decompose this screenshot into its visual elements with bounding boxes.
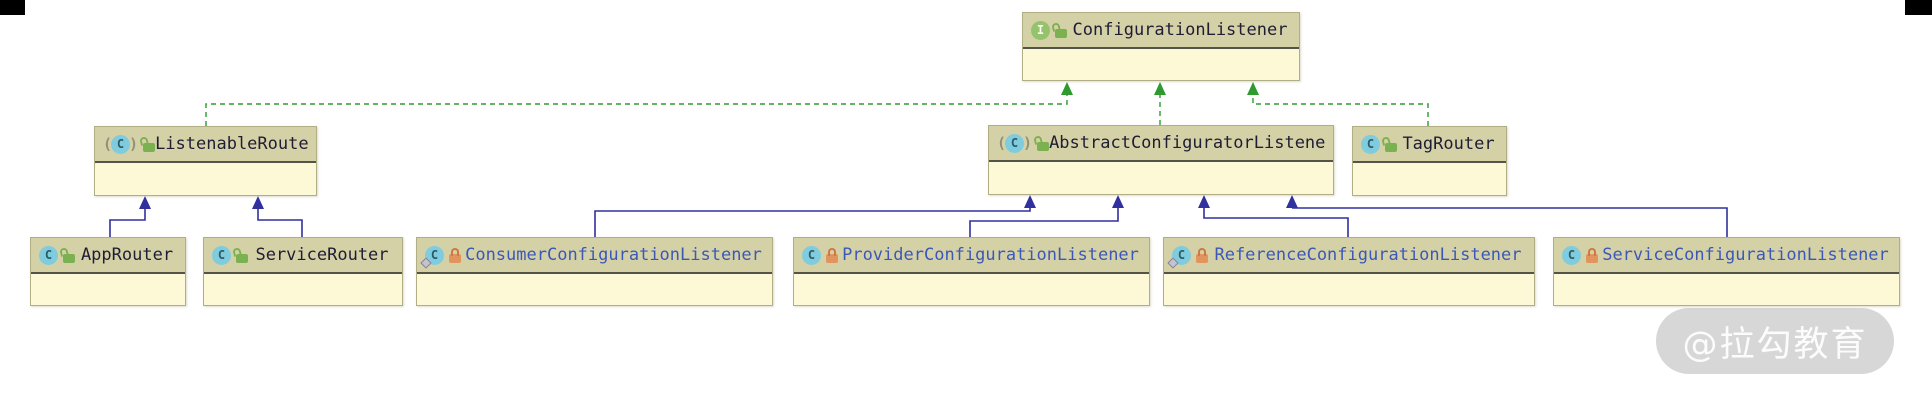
class-icon: C bbox=[1562, 245, 1581, 265]
class-name-label: ServiceConfigurationListener bbox=[1602, 246, 1889, 264]
edge-implements-TagRouter bbox=[1247, 82, 1429, 126]
icon-cluster: I bbox=[1031, 20, 1067, 40]
class-node-ServiceRouter[interactable]: C ServiceRouter bbox=[203, 237, 403, 306]
class-node-header: C ConsumerConfigurationListener bbox=[417, 238, 772, 274]
class-icon: C bbox=[1172, 245, 1191, 265]
edge-extends-ProviderConfigurationListener bbox=[969, 195, 1124, 237]
public-lock-icon bbox=[236, 254, 248, 263]
class-name-label: ProviderConfigurationListener bbox=[842, 246, 1139, 264]
arrowhead-icon bbox=[1286, 195, 1298, 208]
class-name-label: TagRouter bbox=[1402, 135, 1495, 153]
class-name-label: ConsumerConfigurationListener bbox=[465, 246, 762, 264]
class-name-label: AbstractConfiguratorListener bbox=[1049, 134, 1327, 152]
class-node-header: C TagRouter bbox=[1353, 127, 1506, 163]
icon-cluster: C bbox=[802, 245, 838, 265]
class-node-header: I ConfigurationListener bbox=[1023, 13, 1299, 49]
icon-cluster: C bbox=[420, 245, 461, 269]
class-name-label: ListenableRouter bbox=[155, 135, 310, 153]
icon-cluster: C bbox=[1361, 134, 1397, 154]
class-node-header: (C)AbstractConfiguratorListener bbox=[989, 126, 1333, 162]
public-lock-icon bbox=[1055, 29, 1067, 38]
class-name-label: ConfigurationListener bbox=[1072, 21, 1288, 39]
class-fields-section bbox=[1353, 163, 1506, 195]
class-node-ConfigurationListener[interactable]: I ConfigurationListener bbox=[1022, 12, 1300, 81]
edge-extends-AppRouter bbox=[109, 196, 151, 237]
arrowhead-icon bbox=[1112, 195, 1124, 208]
class-node-header: C ProviderConfigurationListener bbox=[794, 238, 1149, 274]
public-lock-icon bbox=[1037, 142, 1050, 151]
icon-cluster: C bbox=[1167, 245, 1208, 269]
class-icon: C bbox=[1361, 134, 1380, 154]
arrowhead-icon bbox=[139, 196, 151, 209]
arrowhead-icon bbox=[1061, 82, 1073, 95]
edge-extends-ReferenceConfigurationListener bbox=[1198, 195, 1349, 237]
public-lock-icon bbox=[63, 254, 75, 263]
watermark-badge: @拉勾教育 bbox=[1656, 308, 1894, 374]
class-name-label: ReferenceConfigurationListener bbox=[1214, 246, 1522, 264]
abstract-class-icon: C bbox=[111, 134, 131, 154]
class-node-header: C ServiceConfigurationListener bbox=[1554, 238, 1899, 274]
watermark-text: @拉勾教育 bbox=[1682, 324, 1868, 365]
icon-cluster: (C) bbox=[997, 133, 1050, 153]
class-node-ProviderConfigurationListener[interactable]: C ProviderConfigurationListener bbox=[793, 237, 1150, 306]
private-lock-icon bbox=[1196, 248, 1208, 263]
screen-artifact-left-icon bbox=[0, 0, 25, 15]
class-icon: C bbox=[802, 245, 821, 265]
private-lock-icon bbox=[449, 248, 461, 263]
public-lock-icon bbox=[1385, 143, 1397, 152]
arrowhead-icon bbox=[1198, 195, 1210, 208]
class-icon: C bbox=[425, 245, 444, 265]
screen-artifact-right-icon bbox=[1905, 0, 1932, 15]
class-fields-section bbox=[1164, 274, 1534, 305]
arrowhead-icon bbox=[1247, 82, 1259, 95]
class-node-ListenableRouter[interactable]: (C)ListenableRouter bbox=[94, 126, 317, 196]
interface-icon: I bbox=[1031, 20, 1050, 40]
class-node-AbstractConfiguratorListener[interactable]: (C)AbstractConfiguratorListener bbox=[988, 125, 1334, 195]
class-fields-section bbox=[31, 274, 185, 305]
edge-extends-ServiceRouter bbox=[252, 196, 303, 237]
class-fields-section bbox=[1023, 49, 1299, 80]
edge-extends-ConsumerConfigurationListener bbox=[594, 195, 1036, 237]
class-node-TagRouter[interactable]: C TagRouter bbox=[1352, 126, 1507, 196]
class-icon: C bbox=[39, 245, 58, 265]
class-node-ConsumerConfigurationListener[interactable]: C ConsumerConfigurationListener bbox=[416, 237, 773, 306]
abstract-class-icon: C bbox=[1005, 133, 1025, 153]
class-node-header: C ReferenceConfigurationListener bbox=[1164, 238, 1534, 274]
icon-cluster: (C) bbox=[103, 134, 156, 154]
class-icon: C bbox=[212, 245, 231, 265]
class-fields-section bbox=[417, 274, 772, 305]
public-lock-icon bbox=[143, 143, 156, 152]
class-name-label: ServiceRouter bbox=[255, 246, 389, 264]
class-fields-section bbox=[989, 162, 1333, 194]
class-name-label: AppRouter bbox=[80, 246, 174, 264]
class-node-header: C ServiceRouter bbox=[204, 238, 402, 274]
class-fields-section bbox=[95, 163, 316, 195]
class-node-header: C AppRouter bbox=[31, 238, 185, 274]
edge-extends-ServiceConfigurationListener bbox=[1286, 195, 1728, 237]
class-node-AppRouter[interactable]: C AppRouter bbox=[30, 237, 186, 306]
edge-implements-ListenableRouter bbox=[205, 82, 1073, 126]
class-node-ServiceConfigurationListener[interactable]: C ServiceConfigurationListener bbox=[1553, 237, 1900, 306]
arrowhead-icon bbox=[1024, 195, 1036, 208]
class-node-header: (C)ListenableRouter bbox=[95, 127, 316, 163]
private-lock-icon bbox=[1586, 248, 1598, 263]
icon-cluster: C bbox=[1562, 245, 1598, 265]
edge-implements-AbstractConfiguratorListener bbox=[1154, 82, 1166, 125]
arrowhead-icon bbox=[252, 196, 264, 209]
class-node-ReferenceConfigurationListener[interactable]: C ReferenceConfigurationListener bbox=[1163, 237, 1535, 306]
private-lock-icon bbox=[826, 248, 838, 263]
icon-cluster: C bbox=[39, 245, 75, 265]
icon-cluster: C bbox=[212, 245, 248, 265]
class-fields-section bbox=[204, 274, 402, 305]
arrowhead-icon bbox=[1154, 82, 1166, 95]
class-fields-section bbox=[794, 274, 1149, 305]
class-fields-section bbox=[1554, 274, 1899, 305]
